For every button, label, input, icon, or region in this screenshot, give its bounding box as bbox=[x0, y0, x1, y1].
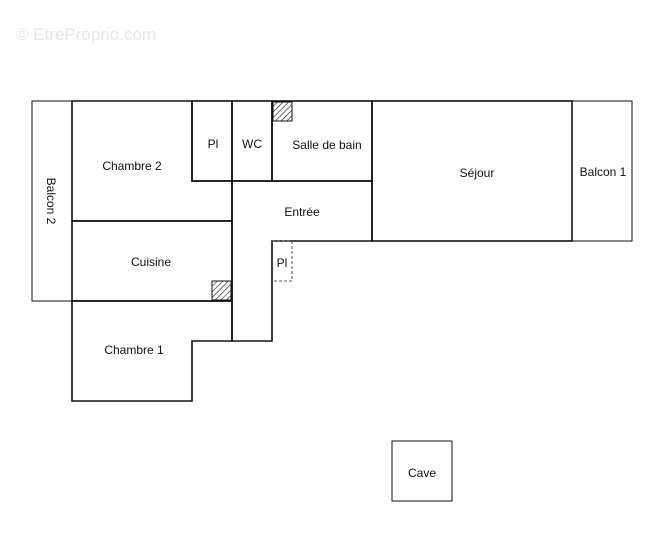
balcon-1-label: Balcon 1 bbox=[580, 165, 627, 179]
cave-label: Cave bbox=[408, 466, 436, 480]
duct-salle-de-bain bbox=[272, 101, 293, 122]
sejour bbox=[371, 100, 573, 242]
watermark: © EtreProprio.com bbox=[16, 25, 156, 44]
balcon-2-label: Balcon 2 bbox=[44, 178, 58, 225]
wc-label: WC bbox=[242, 137, 262, 151]
entree-label: Entrée bbox=[284, 205, 320, 219]
salle-de-bain-label: Salle de bain bbox=[292, 138, 361, 152]
placard-top-label: Pl bbox=[208, 137, 219, 151]
cave bbox=[391, 440, 453, 502]
chambre-2-label: Chambre 2 bbox=[102, 159, 162, 173]
placard-entree-label: Pl bbox=[277, 256, 288, 270]
duct-cuisine bbox=[211, 280, 232, 301]
chambre-1-label: Chambre 1 bbox=[104, 343, 164, 357]
cuisine-label: Cuisine bbox=[131, 255, 171, 269]
placard-entree bbox=[272, 240, 293, 282]
sejour-label: Séjour bbox=[460, 166, 495, 180]
chambre-1 bbox=[71, 300, 233, 402]
